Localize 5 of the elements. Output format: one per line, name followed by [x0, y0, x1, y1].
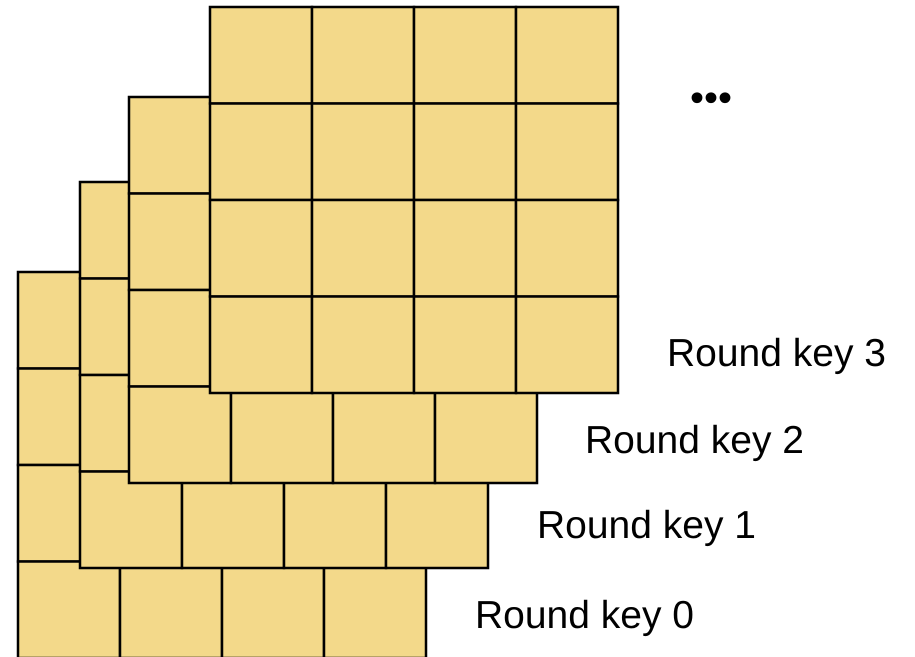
- ellipsis-text: •••: [690, 78, 732, 118]
- round-key-label: Round key 0: [475, 596, 694, 635]
- round-key-label: Round key 1: [537, 506, 756, 545]
- round-key-label: Round key 2: [585, 421, 804, 460]
- round-key-label: Round key 3: [667, 334, 886, 373]
